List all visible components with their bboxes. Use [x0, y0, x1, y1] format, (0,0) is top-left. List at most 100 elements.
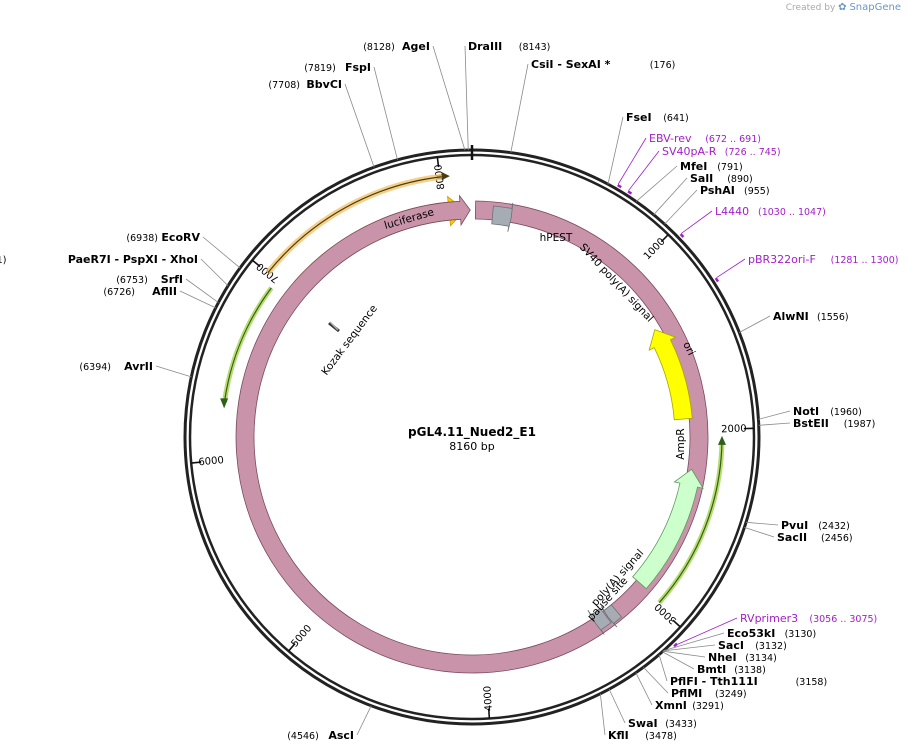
site-position: (1960) [830, 407, 862, 418]
site-name: PaeR7I - PspXI - XhoI [68, 253, 198, 266]
restriction-site-paer7i[interactable]: PaeR7I - PspXI - XhoI(6841) [0, 253, 229, 287]
primer-rvprimer3[interactable]: RVprimer3(3056 .. 3075) [673, 612, 877, 648]
site-leader-line [664, 189, 698, 225]
tick-label-6000: 6000 [198, 455, 224, 468]
site-name: SwaI [628, 717, 658, 730]
primer-name: pBR322ori-F [748, 253, 816, 266]
restriction-site-pflfi[interactable]: PflFI - Tth111I(3158) [658, 654, 827, 688]
ori-arrow [648, 329, 693, 421]
site-name: AscI [328, 729, 354, 742]
primer-name: RVprimer3 [740, 612, 798, 625]
site-name: AlwNI [773, 310, 809, 323]
site-leader-line [344, 83, 375, 168]
site-name: SacI [718, 639, 744, 652]
feature-label-ori: ori [680, 340, 697, 358]
restriction-site-eco53ki[interactable]: Eco53kI(3130) [663, 627, 816, 651]
site-name: NheI [708, 651, 737, 664]
site-position: (176) [650, 60, 676, 71]
site-leader-line [185, 278, 219, 303]
site-leader-line [745, 521, 779, 526]
site-leader-line [643, 666, 669, 694]
restriction-site-aflii[interactable]: AflII(6726) [103, 285, 216, 309]
site-name: PflMI [671, 687, 702, 700]
restriction-site-pshai[interactable]: PshAI(955) [664, 184, 770, 225]
site-name: PflFI - Tth111I [670, 675, 758, 688]
restriction-site-bbvci[interactable]: BbvCI(7708) [268, 78, 375, 168]
site-leader-line [607, 116, 624, 185]
primer-name: L4440 [715, 205, 749, 218]
tick-label-2000: 2000 [721, 424, 747, 436]
site-name: DraIII [468, 40, 502, 53]
restriction-site-alwni[interactable]: AlwNI(1556) [739, 310, 849, 333]
restriction-site-pvui[interactable]: PvuI(2432) [745, 519, 850, 532]
primer-leader-line [681, 210, 713, 234]
tick-mark-6000 [191, 461, 202, 464]
site-name: BbvCI [306, 78, 342, 91]
site-name: PvuI [781, 519, 808, 532]
restriction-site-noti[interactable]: NotI(1960) [758, 405, 862, 420]
restriction-site-agei[interactable]: AgeI(8128) [363, 40, 466, 151]
restriction-site-draiii[interactable]: DraIII(8143) [464, 40, 550, 151]
site-leader-line [663, 632, 725, 651]
restriction-site-sali[interactable]: SalI(890) [653, 172, 753, 216]
restriction-site-bmti[interactable]: BmtI(3138) [662, 651, 766, 676]
restriction-site-nhei[interactable]: NheI(3134) [662, 650, 777, 664]
site-name: KflI [608, 729, 629, 742]
primer-leader-line [617, 137, 647, 185]
site-leader-line [202, 236, 241, 269]
primer-mark [627, 190, 633, 195]
site-leader-line [200, 258, 229, 287]
site-position: (3132) [755, 641, 787, 652]
tick-mark-3000 [672, 619, 681, 628]
restriction-site-xmni[interactable]: XmnI(3291) [635, 672, 724, 712]
site-name: AflII [152, 285, 177, 298]
plasmid-name: pGL4.11_Nued2_E1 [408, 425, 536, 440]
site-name: BmtI [697, 663, 726, 676]
restriction-site-swai[interactable]: SwaI(3433) [608, 688, 697, 730]
site-name: EcoRV [161, 231, 200, 244]
restriction-site-asci[interactable]: AscI(4546) [287, 705, 372, 742]
primer-sv40pa-r[interactable]: SV40pA-R(726 .. 745) [627, 145, 781, 195]
restriction-site-saci[interactable]: SacI (3132) [663, 639, 787, 652]
site-leader-line [432, 45, 466, 151]
restriction-site-avrii[interactable]: AvrII(6394) [79, 360, 192, 378]
feature-label-kozak-sequence: Kozak sequence [319, 303, 380, 378]
restriction-site-kfli[interactable]: KflI (3478) [599, 693, 677, 742]
restriction-site-mfei[interactable]: MfeI(791) [635, 160, 743, 202]
restriction-site-srfi[interactable]: SrfI(6753) [116, 273, 219, 303]
site-position: (3478) [645, 731, 677, 742]
restriction-site-csii[interactable]: CsiI - SexAI *(176) [510, 58, 676, 153]
ampr-arrow [632, 468, 704, 590]
primer-layer: EBV-rev(672 .. 691)SV40pA-R(726 .. 745) L… [617, 132, 899, 648]
primer-position: (672 .. 691) [705, 134, 761, 145]
restriction-site-pflmi[interactable]: PflMI(3249) [643, 666, 747, 700]
tick-label-5000: 5000 [289, 623, 314, 649]
site-position: (6938) [126, 233, 158, 244]
luciferase-arc-head [441, 172, 450, 181]
restriction-site-ecorv[interactable]: EcoRV(6938) [126, 231, 241, 269]
site-position: (641) [663, 113, 689, 124]
site-leader-line [653, 177, 688, 216]
sv40-polya-box [491, 202, 514, 232]
site-leader-line [635, 165, 678, 202]
snapgene-credit: Created by ✿ SnapGene [786, 2, 901, 13]
left-arc-head [220, 398, 229, 409]
primer-mark [673, 642, 678, 648]
credit-prefix: Created by [785, 3, 836, 13]
site-name: SrfI [161, 273, 183, 286]
restriction-site-sacii[interactable]: SacII(2456) [744, 526, 853, 544]
site-name: FseI [626, 111, 652, 124]
restriction-site-fsei[interactable]: FseI (641) [607, 111, 689, 185]
polya-signal-box [600, 604, 623, 628]
restriction-site-fspi[interactable]: FspI(7819) [304, 61, 398, 160]
site-name: AvrII [124, 360, 153, 373]
primer-l4440[interactable]: L4440(1030 .. 1047) [679, 205, 826, 238]
primer-mark [679, 233, 685, 238]
primer-pbr322ori-f[interactable]: pBR322ori-F(1281 .. 1300) [714, 253, 899, 283]
primer-leader-line [677, 617, 738, 645]
site-leader-line [758, 410, 791, 420]
primer-ebv-rev[interactable]: EBV-rev(672 .. 691) [617, 132, 761, 189]
ampr-arc-head [717, 435, 726, 445]
restriction-site-bsteii[interactable]: BstEII(1987) [758, 417, 876, 430]
site-position: (2456) [821, 533, 853, 544]
